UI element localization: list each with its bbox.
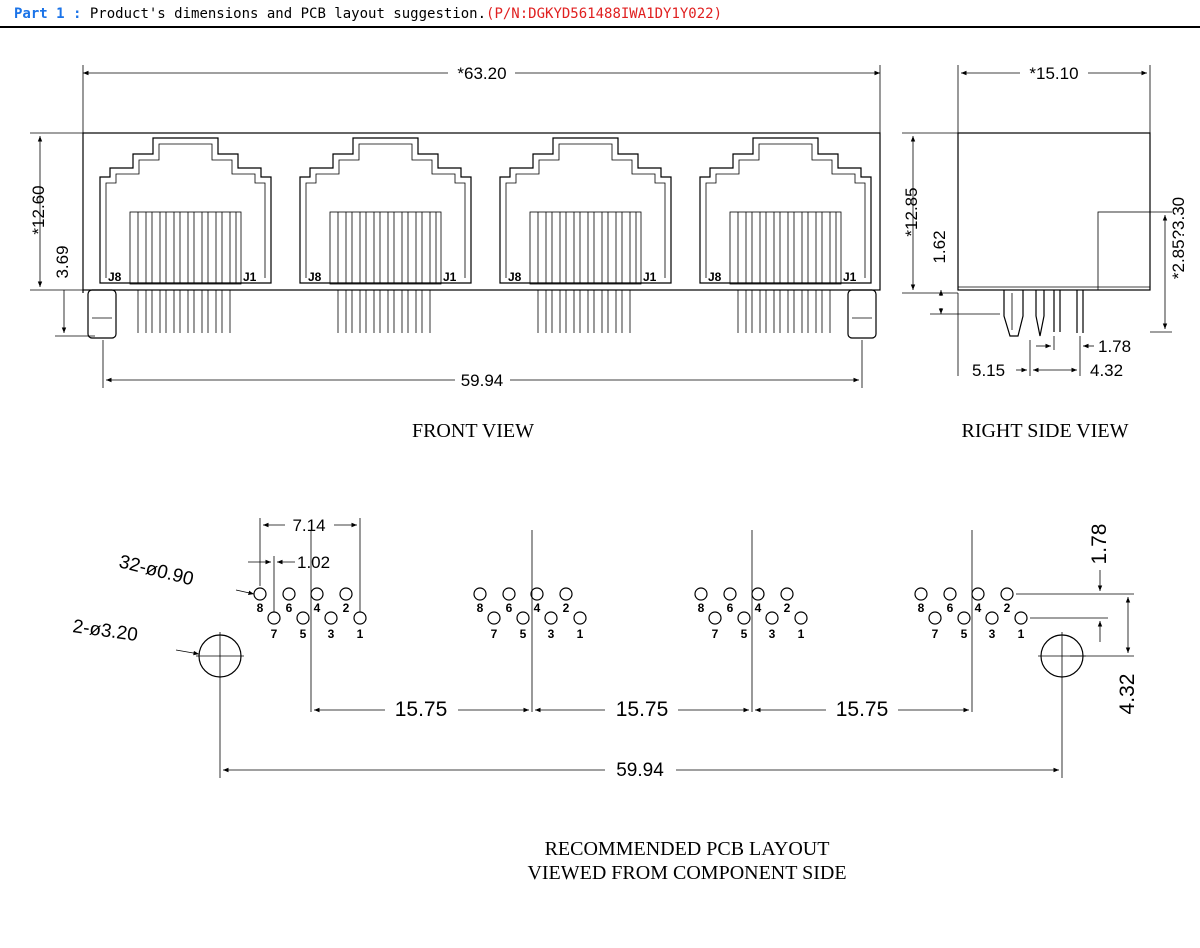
pcb-title-line-2: VIEWED FROM COMPONENT SIDE	[527, 862, 846, 884]
pcb-g1-pin-5: 5	[300, 627, 307, 641]
pcb-title-line-1: RECOMMENDED PCB LAYOUT	[545, 838, 830, 860]
pcb-peg-offset-dim: 4.32	[1116, 674, 1139, 715]
pcb-g4-pin-1: 1	[1018, 627, 1025, 641]
pcb-g4-pin-5: 5	[961, 627, 968, 641]
side-dim-a: 1.78	[1098, 337, 1131, 356]
pcb-g3-pin-2: 2	[784, 601, 791, 615]
pcb-g2-pin-3: 3	[548, 627, 555, 641]
pcb-pitch-1-dim: 15.75	[395, 698, 448, 721]
pcb-group-1: 8 6 4 2 7 5 3 1	[253, 587, 367, 641]
pcb-g1-pin-7: 7	[271, 627, 278, 641]
port-2-j8-label: J8	[308, 270, 322, 284]
pcb-group-4: 8 6 4 2 7 5 3 1	[914, 587, 1028, 641]
pcb-g3-pin-3: 3	[769, 627, 776, 641]
pcb-g4-pin-4: 4	[975, 601, 982, 615]
pcb-g4-pin-7: 7	[932, 627, 939, 641]
front-width-dim: *63.20	[457, 64, 506, 83]
pcb-g3-pin-7: 7	[712, 627, 719, 641]
front-peg-span-dim: 59.94	[461, 371, 504, 390]
pcb-large-hole-callout: 2-ø3.20	[71, 616, 139, 646]
side-dim-b: 5.15	[972, 361, 1005, 380]
pcb-g1-pin-2: 2	[343, 601, 350, 615]
pcb-pitch-2-dim: 15.75	[616, 698, 669, 721]
pcb-g1-pin-6: 6	[286, 601, 293, 615]
page-header: Part 1 : Product's dimensions and PCB la…	[0, 0, 1200, 28]
pcb-peg-span-dim: 59.94	[616, 760, 664, 781]
front-view-title: FRONT VIEW	[412, 420, 534, 442]
pcb-g2-pin-4: 4	[534, 601, 541, 615]
pcb-g2-pin-5: 5	[520, 627, 527, 641]
pcb-g2-pin-6: 6	[506, 601, 513, 615]
pcb-pin-pitch-dim: 1.02	[297, 553, 330, 572]
side-pins	[1003, 290, 1084, 337]
port-4-j8-label: J8	[708, 270, 722, 284]
side-dim-c: 4.32	[1090, 361, 1123, 380]
port-1-j1-label: J1	[243, 270, 257, 284]
port-3-j8-label: J8	[508, 270, 522, 284]
port-4-j1-label: J1	[843, 270, 857, 284]
pcb-g2-pin-8: 8	[477, 601, 484, 615]
pcb-g3-pin-6: 6	[727, 601, 734, 615]
pcb-g1-pin-4: 4	[314, 601, 321, 615]
front-body-outline	[82, 132, 881, 291]
pcb-g1-pin-3: 3	[328, 627, 335, 641]
port-3-j1-label: J1	[643, 270, 657, 284]
part-description: Product's dimensions and PCB layout sugg…	[81, 6, 487, 22]
side-height-dim: *12.85	[902, 187, 921, 236]
port-3: J8 J1	[499, 137, 672, 333]
side-standoff-dim: 1.62	[930, 230, 949, 263]
side-body-outline	[957, 132, 1151, 291]
side-depth-dim: *15.10	[1029, 64, 1078, 83]
pcb-g1-pin-1: 1	[357, 627, 364, 641]
pcb-g3-pin-5: 5	[741, 627, 748, 641]
pcb-row-pitch-dim: 1.78	[1088, 524, 1111, 565]
pcb-group-3: 8 6 4 2 7 5 3 1	[694, 587, 808, 641]
pcb-g2-pin-1: 1	[577, 627, 584, 641]
part-label: Part 1 :	[14, 6, 82, 22]
pcb-g3-pin-4: 4	[755, 601, 762, 615]
port-4: J8 J1	[699, 137, 872, 333]
port-1-j8-label: J8	[108, 270, 122, 284]
front-height-dim: *12.60	[29, 185, 48, 234]
pcb-g2-pin-2: 2	[563, 601, 570, 615]
pcb-small-hole-callout: 32-ø0.90	[117, 551, 196, 590]
pcb-g3-pin-1: 1	[798, 627, 805, 641]
pcb-g3-pin-8: 8	[698, 601, 705, 615]
front-below-dim: 3.69	[53, 245, 72, 278]
pcb-pin-span-dim: 7.14	[292, 516, 325, 535]
side-view-title: RIGHT SIDE VIEW	[961, 420, 1128, 442]
side-right-dim: *2.85?3.30	[1169, 197, 1188, 279]
pcb-left-peg-hole	[196, 632, 244, 680]
pcb-g4-pin-6: 6	[947, 601, 954, 615]
port-1: J8 J1	[99, 137, 272, 333]
pcb-g4-pin-8: 8	[918, 601, 925, 615]
pcb-g2-pin-7: 7	[491, 627, 498, 641]
right-side-view: *15.10 *12.85 1.62 *2.85?3.30	[902, 64, 1188, 442]
pcb-g4-pin-3: 3	[989, 627, 996, 641]
front-view: *63.20 *12.60 3.69 59.94	[29, 64, 881, 442]
pcb-layout: 8 6 4 2 7 5 3 1 8 6 4 2 7 5 3 1	[71, 516, 1139, 884]
pcb-g4-pin-2: 2	[1004, 601, 1011, 615]
pcb-group-2: 8 6 4 2 7 5 3 1	[473, 587, 587, 641]
pcb-pitch-3-dim: 15.75	[836, 698, 889, 721]
port-2: J8 J1	[299, 137, 472, 333]
front-right-peg	[847, 289, 877, 339]
pcb-g1-pin-8: 8	[257, 601, 264, 615]
front-left-peg	[87, 289, 117, 339]
part-number: (P/N:DGKYD561488IWA1DY1Y022)	[486, 6, 723, 22]
port-2-j1-label: J1	[443, 270, 457, 284]
